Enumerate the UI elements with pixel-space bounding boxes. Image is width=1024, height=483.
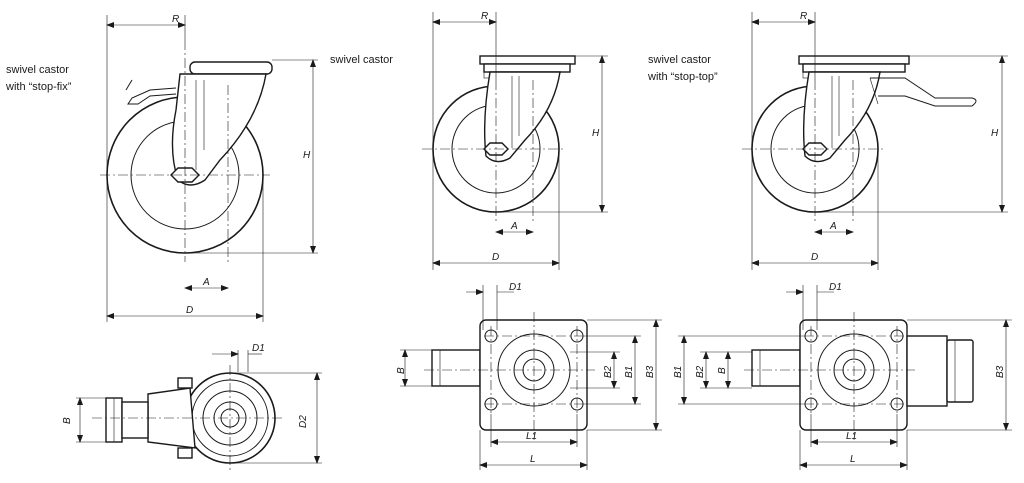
label-stop-top-line2: with “stop-top”: [647, 71, 718, 83]
dim-H-3: H: [991, 128, 999, 139]
dim-H-2: H: [592, 128, 600, 139]
dim-R-3: R: [800, 11, 807, 22]
dim-A-1: A: [202, 277, 210, 288]
dim-B1-3: B1: [673, 366, 684, 378]
dim-B-1: B: [62, 417, 73, 424]
dim-D1-2: D1: [509, 282, 522, 293]
dim-L-2: L: [530, 454, 536, 465]
view-stop-top-bottom: D1 B1 B2 B B3 L1 L: [673, 282, 1012, 470]
label-stop-fix-line2: with “stop-fix”: [5, 81, 72, 93]
label-plain-castor: swivel castor: [330, 54, 393, 66]
dim-L-3: L: [850, 454, 856, 465]
dim-B-2: B: [396, 367, 407, 374]
dim-D-3: D: [811, 252, 818, 263]
view-plain-side: R H A D: [422, 11, 608, 270]
view-stop-fix-side: R H A D: [100, 14, 318, 322]
dim-A-2: A: [510, 221, 518, 232]
dim-L1-3: L1: [846, 431, 857, 442]
label-stop-fix-line1: swivel castor: [6, 64, 69, 76]
label-stop-top-line1: swivel castor: [648, 54, 711, 66]
dim-A-3: A: [829, 221, 837, 232]
dim-D1-1: D1: [252, 343, 265, 354]
dim-L1-2: L1: [526, 431, 537, 442]
view-plain-bottom: D1 B B2 B1 B3 L1 L: [396, 282, 662, 470]
dim-B3-2: B3: [645, 365, 656, 378]
dim-D1-3: D1: [829, 282, 842, 293]
view-stop-top-side: R H A D: [742, 11, 1008, 270]
dim-B1-2: B1: [624, 366, 635, 378]
dim-R-1: R: [172, 14, 179, 25]
dim-B2-2: B2: [603, 365, 614, 378]
dim-D2-1: D2: [298, 415, 309, 428]
dim-B3-3: B3: [995, 365, 1006, 378]
dim-B2-3: B2: [695, 365, 706, 378]
dim-B-3: B: [717, 367, 728, 374]
dim-H-1: H: [303, 150, 311, 161]
dim-D-2: D: [492, 252, 499, 263]
view-stop-fix-bottom: D1 D2 B: [62, 343, 322, 472]
dim-D-1: D: [186, 305, 193, 316]
dim-R-2: R: [481, 11, 488, 22]
